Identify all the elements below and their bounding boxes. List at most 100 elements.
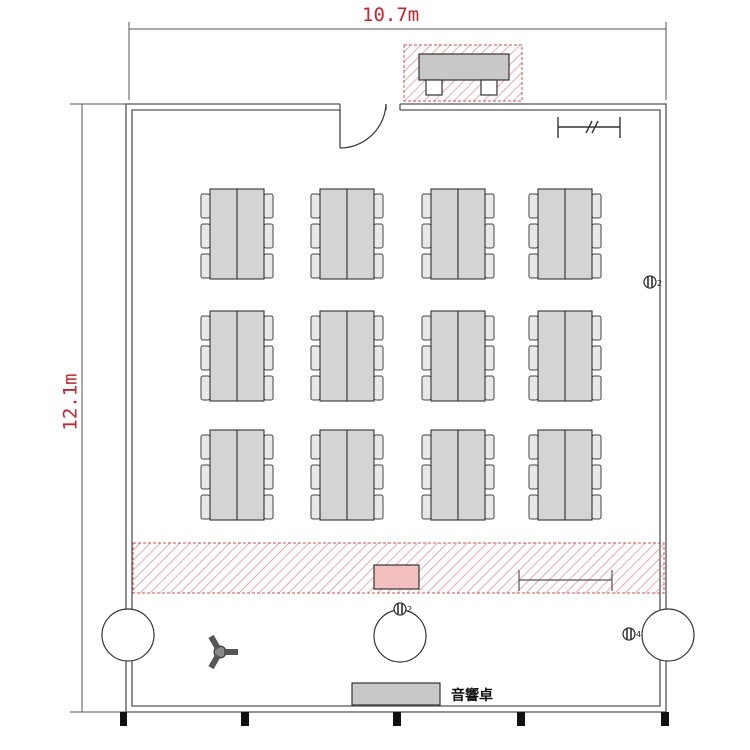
- table-cluster: [421, 310, 495, 402]
- table: [209, 188, 238, 280]
- chair: [421, 223, 432, 249]
- chair: [591, 223, 602, 249]
- outlet-label-east-wall: 2: [657, 279, 663, 288]
- chair: [263, 315, 274, 341]
- table-cluster: [310, 310, 384, 402]
- column-left: [101, 608, 155, 662]
- chair: [528, 494, 539, 520]
- outlet-icon: [622, 627, 636, 641]
- chair: [310, 193, 321, 219]
- width-dimension-label: 10.7m: [362, 4, 420, 26]
- chair: [484, 253, 495, 279]
- table: [346, 429, 375, 521]
- table: [209, 310, 238, 402]
- chair: [310, 345, 321, 371]
- chair: [310, 315, 321, 341]
- chair: [200, 375, 211, 401]
- chair: [528, 345, 539, 371]
- table: [457, 429, 486, 521]
- chair: [421, 193, 432, 219]
- chair: [373, 253, 384, 279]
- width-dimension: [128, 22, 667, 100]
- chair: [528, 193, 539, 219]
- hanger-rack: [557, 117, 621, 138]
- table: [319, 429, 348, 521]
- column-right: [641, 608, 695, 662]
- chair: [263, 193, 274, 219]
- table-cluster: [310, 429, 384, 521]
- table: [457, 310, 486, 402]
- equipment-area-top: [403, 44, 523, 102]
- wall-posts: [120, 712, 669, 726]
- chair: [373, 464, 384, 490]
- table: [319, 188, 348, 280]
- lectern: [373, 564, 420, 590]
- chair: [421, 434, 432, 460]
- outlet-label-right-column: 4: [636, 630, 642, 639]
- chair: [528, 315, 539, 341]
- chair: [263, 345, 274, 371]
- chair: [200, 315, 211, 341]
- table: [564, 310, 593, 402]
- chair: [373, 315, 384, 341]
- table: [537, 188, 566, 280]
- height-dimension: [70, 103, 126, 713]
- table-cluster: [200, 429, 274, 521]
- chair: [591, 434, 602, 460]
- chair: [484, 315, 495, 341]
- table: [319, 310, 348, 402]
- chair: [263, 464, 274, 490]
- table-cluster: [421, 188, 495, 280]
- table-cluster: [528, 429, 602, 521]
- chair: [484, 464, 495, 490]
- chair: [373, 434, 384, 460]
- table: [236, 188, 265, 280]
- chair: [421, 494, 432, 520]
- table: [346, 310, 375, 402]
- table: [457, 188, 486, 280]
- chair: [421, 253, 432, 279]
- chair: [310, 434, 321, 460]
- table-cluster: [200, 310, 274, 402]
- chair: [591, 253, 602, 279]
- chair: [310, 464, 321, 490]
- table: [564, 429, 593, 521]
- table-cluster: [528, 188, 602, 280]
- chair: [200, 494, 211, 520]
- table: [430, 310, 459, 402]
- chair: [200, 345, 211, 371]
- chair: [373, 375, 384, 401]
- chair: [263, 223, 274, 249]
- table: [537, 429, 566, 521]
- table: [564, 188, 593, 280]
- chair: [528, 223, 539, 249]
- entrance-door: [339, 103, 387, 149]
- chair: [310, 223, 321, 249]
- chair: [263, 434, 274, 460]
- chair: [310, 253, 321, 279]
- chair: [263, 494, 274, 520]
- table-cluster: [421, 429, 495, 521]
- table-cluster: [310, 188, 384, 280]
- chair: [421, 375, 432, 401]
- chair: [591, 494, 602, 520]
- chair: [200, 223, 211, 249]
- outlet-icon: [643, 275, 657, 289]
- chair: [373, 223, 384, 249]
- chair: [373, 193, 384, 219]
- chair: [484, 494, 495, 520]
- table: [430, 188, 459, 280]
- chair: [484, 434, 495, 460]
- sound-desk: [351, 682, 441, 706]
- chair: [200, 193, 211, 219]
- table-cluster: [528, 310, 602, 402]
- sound-desk-label: 音響卓: [451, 688, 493, 704]
- chair: [591, 193, 602, 219]
- chair: [200, 464, 211, 490]
- chair: [373, 345, 384, 371]
- table: [209, 429, 238, 521]
- chair: [421, 464, 432, 490]
- chair: [528, 434, 539, 460]
- chair: [591, 464, 602, 490]
- chair: [591, 375, 602, 401]
